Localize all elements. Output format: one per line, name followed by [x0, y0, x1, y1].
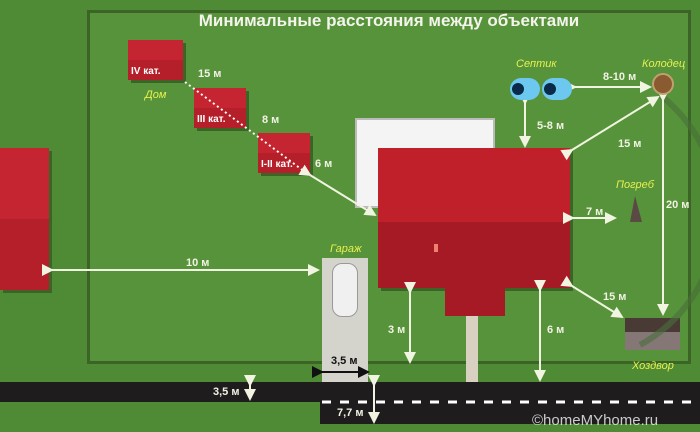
label-dom: Дом [145, 89, 167, 101]
dist-label: 15 м [603, 291, 627, 303]
cellar-icon [630, 196, 642, 222]
house-iv: IV кат. [128, 40, 183, 80]
dist-label: 6 м [315, 158, 333, 170]
dist-label: 20 м [666, 199, 690, 211]
dist-label: 3,5 м [331, 355, 358, 367]
label-garage: Гараж [330, 243, 362, 255]
dist-label: 7,7 м [337, 407, 364, 419]
label-well: Колодец [642, 58, 686, 70]
house-label: I-II кат. [261, 159, 293, 170]
label-septic: Септик [516, 58, 557, 70]
car-icon [332, 263, 358, 317]
dist-label: 7 м [586, 206, 604, 218]
dist-label: 8-10 м [603, 71, 637, 83]
dist-label: 8 м [262, 114, 280, 126]
dist-label: 15 м [198, 68, 222, 80]
house-i-ii: I-II кат. [258, 133, 310, 173]
dist-label: 6 м [547, 324, 565, 336]
dist-label: 10 м [186, 257, 210, 269]
septic-tanks [510, 78, 572, 100]
door [434, 244, 438, 252]
arrow [298, 164, 377, 217]
dist-label: 15 м [618, 138, 642, 150]
main-house [378, 148, 570, 288]
footpath [466, 316, 478, 382]
dist-label: 3,5 м [213, 386, 240, 398]
page-title: Минимальные расстояния между объектами [198, 11, 580, 30]
label-cellar: Погреб [616, 179, 654, 191]
dist-label: 3 м [388, 324, 406, 336]
watermark: ©homeMYhome.ru [532, 412, 659, 429]
lane-road [0, 382, 320, 402]
neighbor-house [0, 148, 49, 290]
house-porch [445, 286, 505, 316]
label-yard: Хоздвор [632, 360, 674, 372]
house-label: III кат. [197, 114, 226, 125]
well-icon [652, 73, 674, 95]
house-label: IV кат. [131, 66, 161, 77]
dist-label: 5-8 м [537, 120, 565, 132]
